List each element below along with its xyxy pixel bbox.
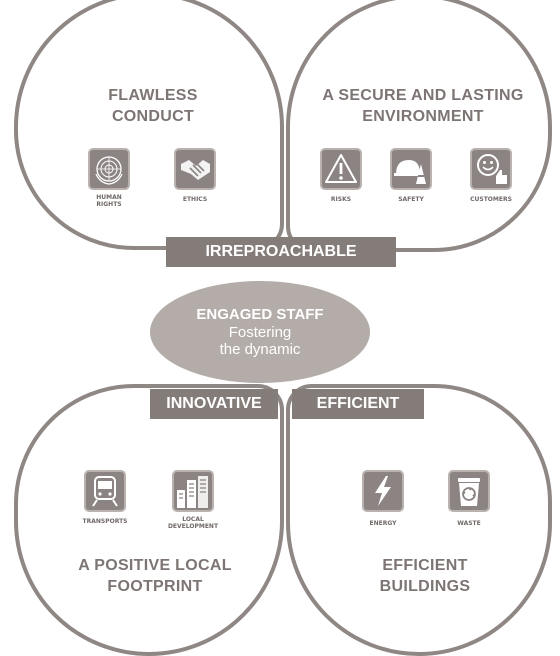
icon-label-ethics: ETHICS — [182, 196, 208, 203]
petal-flawless-conduct — [14, 0, 284, 250]
petal-secure-environment — [286, 0, 552, 252]
bar-irreproachable: IRREPROACHABLE — [166, 237, 396, 267]
center-line-1: Fostering — [228, 324, 292, 341]
petal-efficient-buildings — [286, 384, 552, 656]
icon-label-local-development: LOCAL DEVELOPMENT — [167, 516, 219, 530]
center-engaged-staff: ENGAGED STAFF Fostering the dynamic — [150, 281, 370, 383]
title-secure-environment: A SECURE AND LASTING ENVIRONMENT — [322, 87, 524, 125]
icon-label-safety: SAFETY — [398, 196, 424, 203]
icon-label-transports: TRANSPORTS — [82, 518, 128, 525]
train-icon — [84, 470, 126, 512]
title-positive-footprint: A POSITIVE LOCAL FOOTPRINT — [78, 557, 232, 595]
handshake-icon — [174, 148, 216, 190]
bar-innovative: INNOVATIVE — [150, 389, 278, 419]
icon-label-human-rights: HUMAN RIGHTS — [96, 194, 122, 208]
icon-label-energy: ENERGY — [369, 520, 397, 527]
petal-positive-footprint — [14, 384, 284, 656]
center-title: ENGAGED STAFF — [196, 306, 324, 323]
warning-triangle-icon — [320, 148, 362, 190]
icon-label-customers: CUSTOMERS — [470, 196, 512, 203]
hard-hat-cone-icon — [390, 148, 432, 190]
bar-efficient: EFFICIENT — [292, 389, 424, 419]
center-line-2: the dynamic — [219, 341, 301, 358]
city-buildings-icon — [172, 470, 214, 512]
icon-label-waste: WASTE — [457, 520, 481, 527]
smiley-thumbs-up-icon — [470, 148, 512, 190]
title-flawless-conduct: FLAWLESS CONDUCT — [108, 87, 198, 125]
icon-label-risks: RISKS — [330, 196, 352, 203]
un-emblem-icon — [88, 148, 130, 190]
recycling-bin-icon — [448, 470, 490, 512]
title-efficient-buildings: EFFICIENT BUILDINGS — [379, 557, 471, 595]
lightning-bolt-icon — [362, 470, 404, 512]
